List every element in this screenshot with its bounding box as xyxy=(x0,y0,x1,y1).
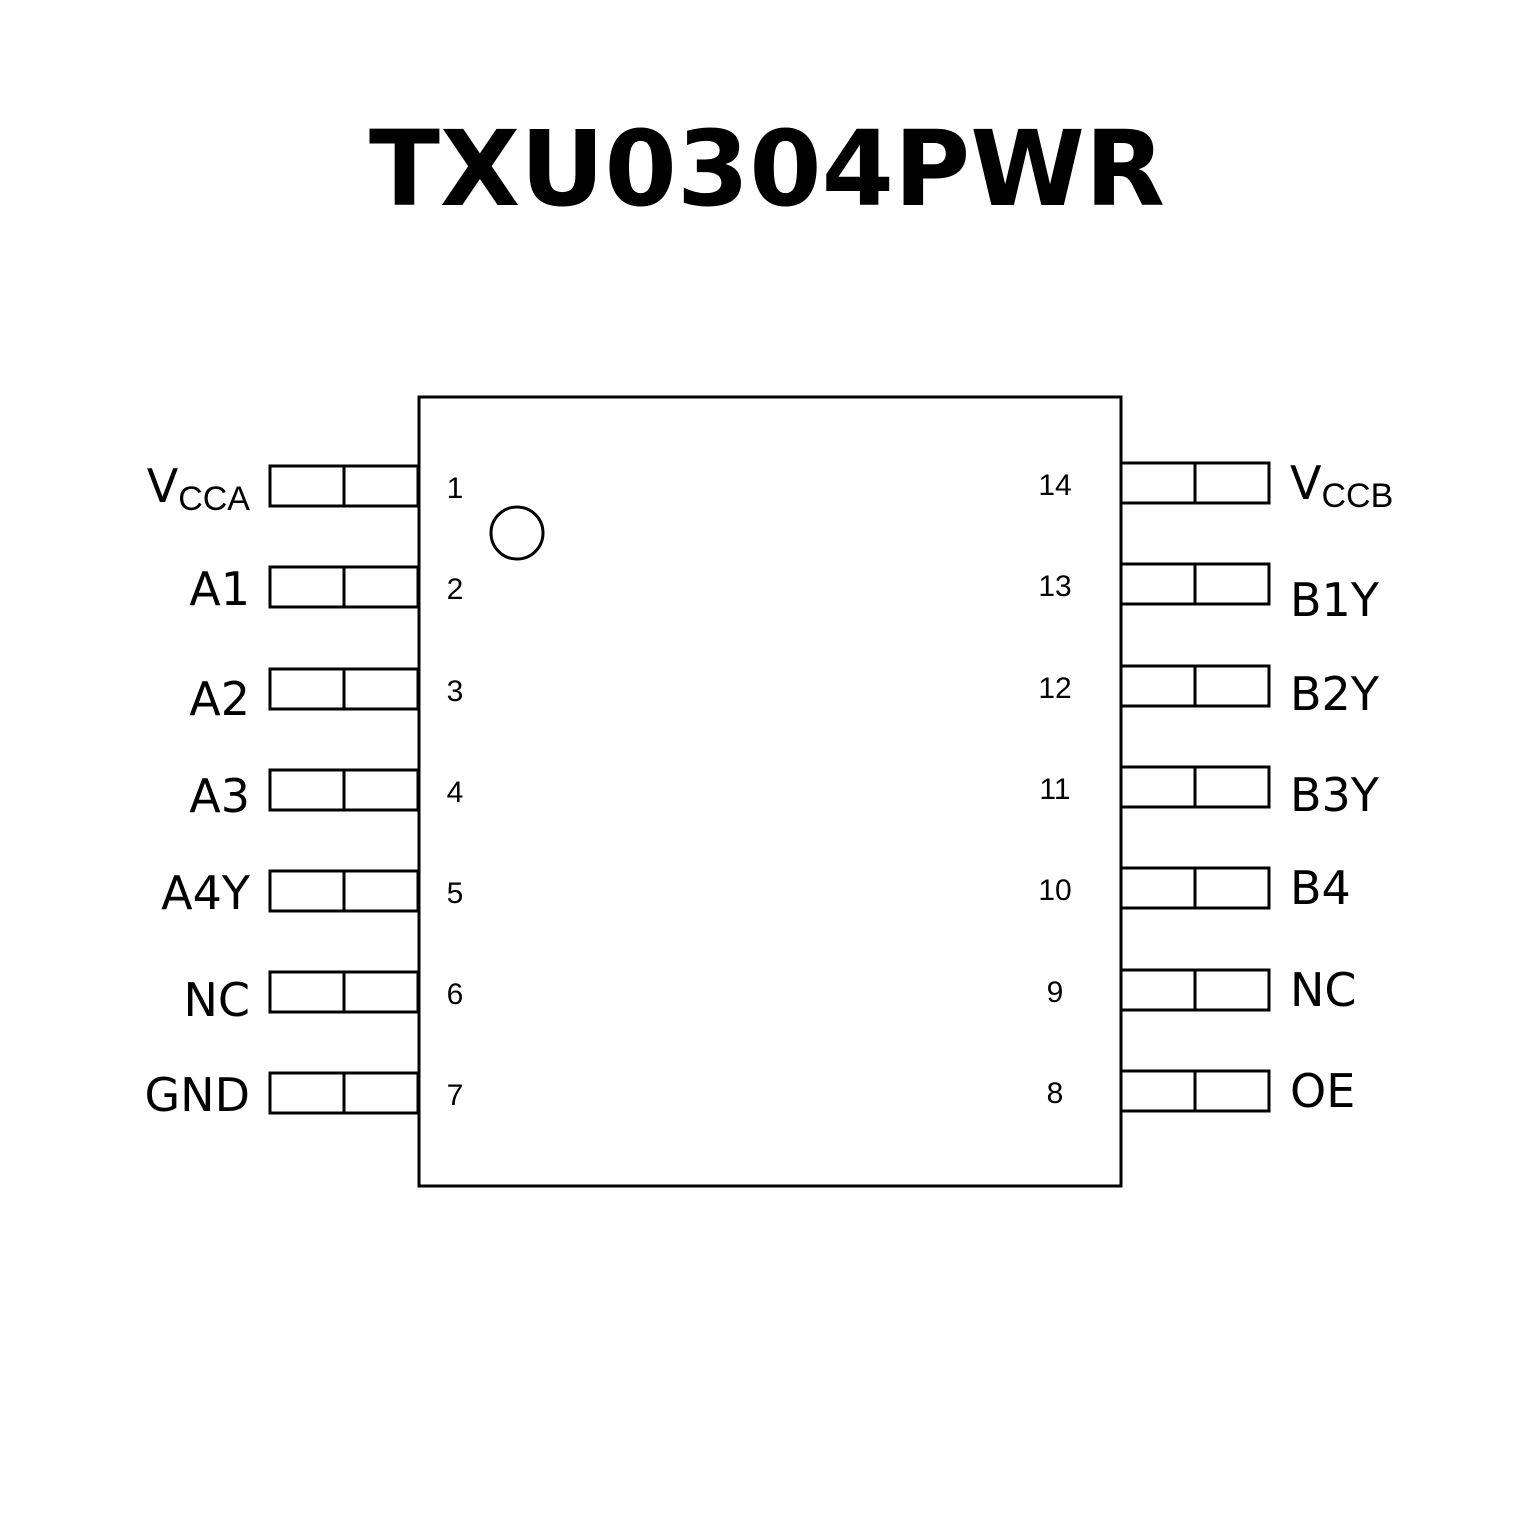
pin-label: B4 xyxy=(1290,861,1351,915)
pin-number: 6 xyxy=(447,978,464,1011)
right-pin-group: 14 VCCB 13 B1Y 12 B2Y 11 B3Y 10 B4 9 NC 8 OE xyxy=(1038,456,1393,1118)
pin-1: 1 VCCA xyxy=(147,459,464,518)
pin-label: NC xyxy=(183,973,250,1027)
pin-name: V xyxy=(1290,456,1322,510)
pin-name: A4Y xyxy=(161,866,251,920)
pin1-marker-icon xyxy=(489,505,545,561)
pin-number: 2 xyxy=(447,573,464,606)
pin-label: VCCB xyxy=(1290,456,1393,515)
pin-label: NC xyxy=(1290,963,1357,1017)
pin-label: A1 xyxy=(189,562,250,616)
pin-number: 5 xyxy=(447,877,464,910)
pin-number: 3 xyxy=(447,675,464,708)
pin-name: A3 xyxy=(189,769,250,823)
pin-name: NC xyxy=(1290,963,1357,1017)
pin-name-subscript: CCA xyxy=(178,480,250,518)
pin-name: B1Y xyxy=(1290,573,1380,627)
pin-number: 14 xyxy=(1038,469,1071,502)
left-pin-group: 1 VCCA 2 A1 3 A2 4 A3 5 A4Y 6 NC 7 GND xyxy=(145,459,464,1122)
pin-name: A1 xyxy=(189,562,250,616)
pin-number: 11 xyxy=(1039,773,1070,806)
pin-number: 1 xyxy=(447,472,464,505)
pin-number: 8 xyxy=(1047,1077,1064,1110)
pin-6: 6 NC xyxy=(183,970,464,1027)
pin-3: 3 A2 xyxy=(189,667,464,726)
pin-name: A2 xyxy=(189,672,250,726)
pin-number: 4 xyxy=(447,776,464,809)
pin-label: A4Y xyxy=(161,866,251,920)
pin-name: B4 xyxy=(1290,861,1351,915)
pin-label: B2Y xyxy=(1290,667,1380,721)
pin-number: 9 xyxy=(1047,976,1064,1009)
pin-9: 9 NC xyxy=(1047,963,1357,1017)
pin-name: OE xyxy=(1290,1064,1355,1118)
pin-12: 12 B2Y xyxy=(1038,664,1380,721)
chip-body xyxy=(417,395,1123,1188)
pin-number: 13 xyxy=(1038,570,1071,603)
pin-name: B3Y xyxy=(1290,768,1380,822)
pin-number: 12 xyxy=(1038,672,1071,705)
pin-label: VCCA xyxy=(147,459,251,518)
chip-title: TXU0304PWR xyxy=(369,108,1165,230)
pin-number: 7 xyxy=(447,1079,464,1112)
pin-label: OE xyxy=(1290,1064,1355,1118)
pin-11: 11 B3Y xyxy=(1039,765,1380,822)
pin-7: 7 GND xyxy=(145,1068,464,1122)
pin-2: 2 A1 xyxy=(189,562,463,616)
pin-name: V xyxy=(147,459,179,513)
pin-10: 10 B4 xyxy=(1038,861,1351,915)
pin-name: B2Y xyxy=(1290,667,1380,721)
pin-13: 13 B1Y xyxy=(1038,562,1380,627)
pin-label: A2 xyxy=(189,672,250,726)
pin-8: 8 OE xyxy=(1047,1064,1356,1118)
pin-label: A3 xyxy=(189,769,250,823)
pin-label: B3Y xyxy=(1290,768,1380,822)
pin-4: 4 A3 xyxy=(189,768,464,823)
pin-5: 5 A4Y xyxy=(161,866,463,920)
pin-name-subscript: CCB xyxy=(1321,477,1393,515)
pin-number: 10 xyxy=(1038,874,1071,907)
pin-name: GND xyxy=(145,1068,250,1122)
pin-label: GND xyxy=(145,1068,250,1122)
pin-name: NC xyxy=(183,973,250,1027)
pin-label: B1Y xyxy=(1290,573,1380,627)
pin-14: 14 VCCB xyxy=(1038,456,1393,515)
